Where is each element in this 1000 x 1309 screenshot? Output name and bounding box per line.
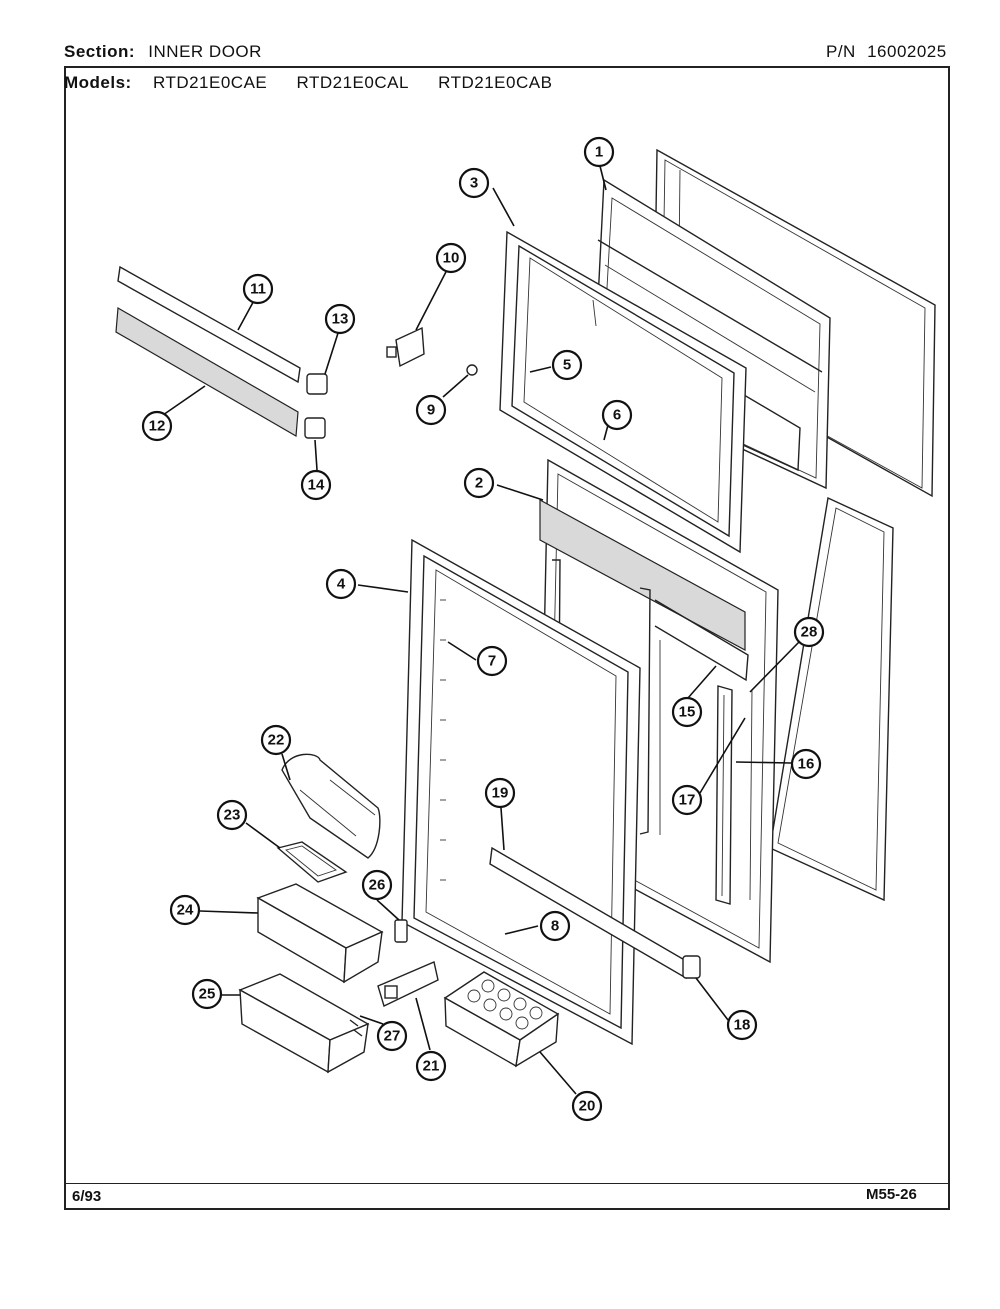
callout-26: 26 (361, 869, 393, 901)
model-3: RTD21E0CAB (438, 73, 553, 92)
models-label: Models: (64, 73, 132, 92)
model-1: RTD21E0CAE (152, 73, 268, 92)
callout-17: 17 (671, 784, 703, 816)
callout-4-label: 4 (337, 576, 346, 593)
callout-6: 6 (601, 399, 633, 431)
callout-24: 24 (169, 894, 201, 926)
callout-21-label: 21 (423, 1058, 440, 1075)
shelf-end-cap-18 (682, 955, 701, 979)
callout-5: 5 (551, 349, 583, 381)
callout-7: 7 (476, 645, 508, 677)
callout-10-label: 10 (443, 250, 460, 267)
callout-11-label: 11 (250, 281, 266, 298)
callout-25: 25 (191, 978, 223, 1010)
footer-date: 6/93 (72, 1188, 102, 1205)
model-2: RTD21E0CAL (296, 73, 409, 92)
callout-11: 11 (242, 273, 274, 305)
callout-21: 21 (415, 1050, 447, 1082)
callout-27-label: 27 (384, 1028, 401, 1045)
callout-14: 14 (300, 469, 332, 501)
callout-23-label: 23 (224, 807, 241, 824)
callout-20: 20 (571, 1090, 603, 1122)
callout-1: 1 (583, 136, 615, 168)
callout-16: 16 (790, 748, 822, 780)
callout-24-label: 24 (177, 902, 194, 919)
trim-strip-12 (115, 307, 299, 437)
leader-lines (162, 165, 800, 1095)
door-shelf-retainer-strip (715, 685, 733, 905)
callout-22: 22 (260, 724, 292, 756)
callout-23: 23 (216, 799, 248, 831)
screw-9 (466, 364, 478, 376)
callout-20-label: 20 (579, 1098, 596, 1115)
callout-22-label: 22 (268, 732, 285, 749)
callout-9-label: 9 (427, 402, 435, 419)
callout-1-label: 1 (595, 144, 603, 161)
end-cap-13 (306, 373, 328, 395)
callout-15: 15 (671, 696, 703, 728)
section-value: INNER DOOR (148, 42, 262, 61)
callout-13: 13 (324, 303, 356, 335)
callout-25-label: 25 (199, 986, 216, 1003)
clip-27 (349, 1019, 363, 1037)
callout-14-label: 14 (308, 477, 325, 494)
callout-18: 18 (726, 1009, 758, 1041)
callout-2: 2 (463, 467, 495, 499)
callout-5-label: 5 (563, 357, 571, 374)
callout-2-label: 2 (475, 475, 483, 492)
diagram-frame (64, 66, 950, 1210)
clip-26 (394, 919, 408, 943)
callout-3: 3 (458, 167, 490, 199)
callout-19-label: 19 (492, 785, 509, 802)
callout-26-label: 26 (369, 877, 386, 894)
pn-value: 16002025 (867, 42, 947, 61)
callout-28-label: 28 (801, 624, 818, 641)
callout-12-label: 12 (149, 418, 166, 435)
callout-7-label: 7 (488, 653, 496, 670)
callout-28: 28 (793, 616, 825, 648)
trim-strip-11 (117, 265, 301, 384)
callout-9: 9 (415, 394, 447, 426)
door-bracket-10 (386, 326, 425, 368)
callout-6-label: 6 (613, 407, 621, 424)
egg-tray-20 (443, 971, 560, 1068)
footer-code: M55-26 (866, 1186, 917, 1203)
end-cap-14 (304, 417, 326, 439)
callout-16-label: 16 (798, 756, 815, 773)
footer-rule (64, 1183, 950, 1184)
section-header: Section: INNER DOOR (64, 42, 262, 62)
callout-27: 27 (376, 1020, 408, 1052)
callout-12: 12 (141, 410, 173, 442)
models-row: Models: RTD21E0CAE RTD21E0CAL RTD21E0CAB (64, 73, 552, 93)
callout-15-label: 15 (679, 704, 696, 721)
callout-3-label: 3 (470, 175, 478, 192)
callout-8-label: 8 (551, 918, 559, 935)
door-bin-25 (238, 973, 370, 1074)
pn-label: P/N (826, 42, 856, 61)
callout-8: 8 (539, 910, 571, 942)
callout-10: 10 (435, 242, 467, 274)
freezer-door-gasket (499, 230, 747, 554)
callout-18-label: 18 (734, 1017, 751, 1034)
part-number: P/N 16002025 (826, 42, 947, 62)
small-tray-23 (276, 841, 348, 883)
callout-13-label: 13 (332, 311, 349, 328)
outer-door-lower-panel (769, 496, 894, 902)
door-bin-24 (256, 883, 384, 984)
section-label: Section: (64, 42, 136, 61)
callout-17-label: 17 (679, 792, 696, 809)
callout-19: 19 (484, 777, 516, 809)
bin-divider-21 (377, 961, 439, 1007)
callout-4: 4 (325, 568, 357, 600)
dairy-compartment-door (281, 753, 381, 859)
